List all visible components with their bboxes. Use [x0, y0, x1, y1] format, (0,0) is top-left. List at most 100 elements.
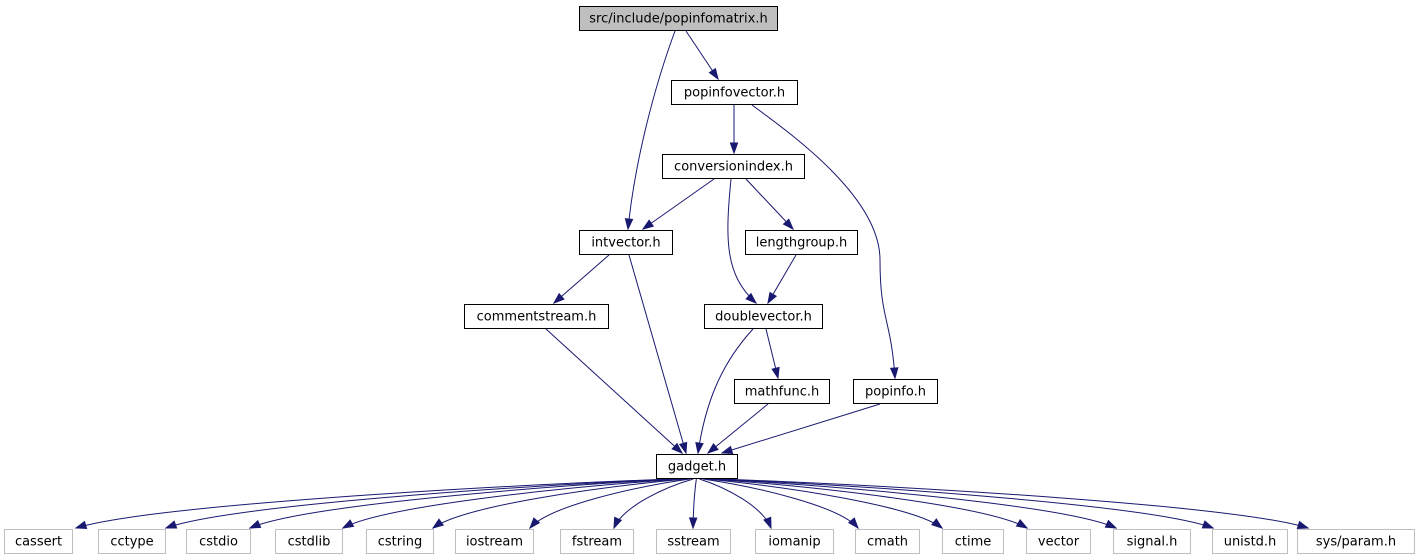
edge-line	[713, 478, 1117, 529]
edge-line	[553, 254, 610, 304]
arrow-head-icon	[1104, 519, 1118, 529]
arrow-head-icon	[341, 519, 355, 529]
node-label: intvector.h	[591, 236, 660, 251]
node-box	[656, 454, 738, 479]
edge-line	[342, 478, 683, 529]
node-label: sys/param.h	[1316, 535, 1396, 550]
edge-intvector-to-commentstream	[552, 254, 610, 304]
edge-gadget-to-cctype	[164, 478, 676, 529]
arrow-head-icon	[708, 67, 719, 81]
edge-line	[432, 478, 687, 529]
node-cassert: cassert	[4, 529, 73, 554]
node-box	[662, 154, 805, 179]
edge-gadget-to-signal	[713, 478, 1118, 529]
edge-line	[165, 478, 676, 529]
node-box	[734, 379, 830, 404]
node-popinfomatrix[interactable]: src/include/popinfomatrix.h	[579, 6, 778, 31]
node-box	[745, 230, 858, 255]
arrow-head-icon	[782, 218, 795, 231]
arrow-head-icon	[552, 292, 565, 304]
node-gadget[interactable]: gadget.h	[656, 454, 738, 479]
node-label: commentstream.h	[477, 310, 597, 325]
node-label: iostream	[466, 535, 523, 550]
node-box	[942, 529, 1004, 554]
node-box	[579, 230, 673, 255]
node-popinfovector[interactable]: popinfovector.h	[671, 80, 798, 105]
node-cstring: cstring	[366, 529, 434, 554]
node-label: conversionindex.h	[674, 160, 793, 175]
edge-line	[249, 478, 679, 529]
node-lengthgroup[interactable]: lengthgroup.h	[745, 230, 858, 255]
node-box	[1297, 529, 1415, 554]
node-label: mathfunc.h	[745, 385, 820, 400]
node-label: cstdlib	[288, 535, 331, 550]
edge-gadget-to-vector	[709, 478, 1029, 529]
node-label: cctype	[110, 535, 153, 550]
edge-line	[627, 30, 676, 230]
node-label: cstdio	[199, 535, 238, 550]
edge-gadget-to-cstdlib	[341, 478, 683, 529]
arrow-head-icon	[706, 443, 719, 454]
arrow-head-icon	[248, 519, 262, 529]
node-mathfunc[interactable]: mathfunc.h	[734, 379, 830, 404]
arrow-head-icon	[624, 218, 634, 231]
edge-popinfovector-to-conversionindex	[729, 105, 739, 155]
edge-line	[628, 254, 687, 454]
node-box	[755, 529, 834, 554]
arrow-head-icon	[164, 520, 178, 529]
arrow-head-icon	[847, 517, 859, 530]
node-box	[4, 529, 73, 554]
node-box	[98, 529, 166, 554]
arrow-head-icon	[431, 518, 445, 529]
edge-line	[529, 478, 690, 529]
node-label: doublevector.h	[715, 310, 812, 325]
node-box	[671, 80, 798, 105]
node-cmath: cmath	[855, 529, 920, 554]
arrow-head-icon	[1296, 520, 1310, 529]
node-box	[455, 529, 534, 554]
edge-line	[709, 478, 1028, 529]
node-intvector[interactable]: intvector.h	[579, 230, 673, 255]
edge-lengthgroup-to-doublevector	[767, 254, 797, 305]
node-label: vector	[1038, 535, 1080, 550]
node-popinfo[interactable]: popinfo.h	[853, 379, 938, 404]
node-label: gadget.h	[668, 460, 726, 475]
edge-conversionindex-to-doublevector	[727, 178, 758, 304]
arrow-head-icon	[889, 367, 899, 380]
node-label: popinfovector.h	[684, 86, 785, 101]
node-box	[560, 529, 634, 554]
arrow-head-icon	[613, 516, 623, 530]
edge-popinfo-to-gadget	[720, 403, 881, 455]
node-label: lengthgroup.h	[756, 236, 848, 251]
node-doublevector[interactable]: doublevector.h	[704, 304, 823, 329]
arrow-head-icon	[745, 292, 758, 304]
edge-line	[699, 478, 772, 529]
edge-line	[545, 328, 683, 454]
node-box	[704, 304, 823, 329]
edge-gadget-to-unistd	[717, 478, 1215, 529]
edge-conversionindex-to-lengthgroup	[745, 178, 795, 231]
edge-line	[613, 478, 694, 529]
node-box	[1212, 529, 1288, 554]
arrow-head-icon	[529, 517, 541, 530]
node-commentstream[interactable]: commentstream.h	[464, 304, 609, 329]
arrow-head-icon	[771, 366, 780, 380]
node-signal: signal.h	[1113, 529, 1191, 554]
edge-gadget-to-cmath	[702, 478, 859, 530]
edge-commentstream-to-gadget	[545, 328, 684, 454]
arrow-head-icon	[729, 142, 739, 155]
edge-gadget-to-iostream	[529, 478, 690, 530]
edge-popinfovector-to-popinfo	[751, 104, 899, 380]
node-conversionindex[interactable]: conversionindex.h	[662, 154, 805, 179]
edge-gadget-to-ctime	[706, 478, 944, 529]
arrow-head-icon	[688, 517, 698, 530]
arrow-head-icon	[1015, 519, 1029, 529]
node-cstdio: cstdio	[186, 529, 251, 554]
node-box	[186, 529, 251, 554]
node-label: fstream	[572, 535, 622, 550]
arrow-head-icon	[767, 291, 778, 305]
edge-gadget-to-cstdio	[248, 478, 679, 529]
node-label: unistd.h	[1224, 535, 1277, 550]
edge-intvector-to-gadget	[628, 254, 688, 455]
